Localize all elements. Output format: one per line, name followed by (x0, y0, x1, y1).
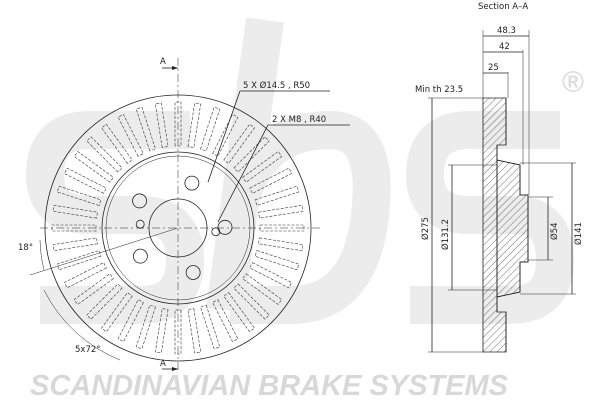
wheel-bolt-hole (185, 265, 201, 280)
cooling-vane (187, 102, 202, 148)
cooling-vane (249, 167, 293, 194)
cooling-vane (233, 283, 270, 320)
watermark-tagline: SCANDINAVIAN BRAKE SYSTEMS (30, 370, 509, 400)
cooling-vane (135, 304, 156, 350)
disc-front-view: A A 5 X Ø14.5 , R50 2 X M8 , R40 18° 5x7… (18, 57, 350, 371)
cooling-vane (117, 113, 144, 157)
cooling-vane (187, 308, 202, 354)
cooling-vane (249, 262, 293, 289)
pattern-label: 5x72° (75, 345, 101, 355)
mounting-holes (132, 175, 233, 280)
angle-label: 18° (18, 243, 33, 253)
cooling-vane (254, 250, 300, 271)
section-title: Section A–A (478, 2, 528, 12)
cooling-vane (51, 224, 97, 232)
section-marker-top: A (160, 57, 166, 67)
wheel-bolt-hole (184, 175, 200, 191)
cooling-vane (154, 102, 169, 148)
holes-label: 5 X Ø14.5 , R50 (243, 80, 310, 91)
cooling-vane (259, 224, 305, 232)
cooling-vane (242, 151, 283, 183)
outer-diameter-dim: Ø275 (420, 217, 431, 240)
threads-label: 2 X M8 , R40 (272, 115, 326, 125)
cooling-vane (258, 204, 304, 219)
hat-diameter-dim: Ø141 (573, 222, 584, 245)
threaded-hole (211, 227, 221, 237)
cooling-vane (52, 237, 98, 252)
cooling-vane (86, 136, 123, 173)
cooling-vane (101, 292, 133, 333)
cooling-vane (154, 308, 169, 354)
cooling-vane (258, 237, 304, 252)
cooling-vane (56, 250, 102, 271)
registered-mark: ® (562, 66, 584, 99)
cooling-vane (101, 123, 133, 164)
overall-height-dim: 48.3 (497, 26, 516, 36)
thickness-dim: 25 (488, 63, 499, 73)
cooling-vanes (51, 101, 305, 355)
hat-height-dim: 42 (499, 42, 510, 52)
cooling-vane (254, 185, 300, 206)
cooling-vane (223, 123, 255, 164)
cooling-vane (174, 101, 182, 147)
wheel-bolt-hole (217, 219, 233, 235)
cooling-vane (56, 185, 102, 206)
inner-diameter-dim: Ø131.2 (440, 219, 451, 250)
cooling-vane (73, 273, 114, 305)
cooling-vane (242, 273, 283, 305)
cooling-vane (117, 299, 144, 343)
cooling-vane (200, 304, 221, 350)
cooling-vane (212, 113, 239, 157)
cooling-vane (52, 204, 98, 219)
bore-dim: Ø54 (549, 222, 560, 240)
min-thickness-label: Min th 23.5 (415, 85, 463, 95)
cooling-vane (200, 106, 221, 152)
wheel-bolt-hole (132, 248, 148, 264)
wheel-bolt-hole (132, 193, 147, 209)
cooling-vane (63, 262, 107, 289)
disc-section-view: Section A–A 48.3 42 25 Min th 23.5 Ø275 … (415, 2, 584, 353)
cooling-vane (73, 151, 114, 183)
section-marker-bottom: A (160, 359, 166, 369)
cooling-vane (212, 299, 239, 343)
cooling-vane (223, 292, 255, 333)
cooling-vane (135, 106, 156, 152)
cooling-vane (233, 136, 270, 173)
cooling-vane (63, 167, 107, 194)
cooling-vane (86, 283, 123, 320)
cooling-vane (174, 309, 182, 355)
